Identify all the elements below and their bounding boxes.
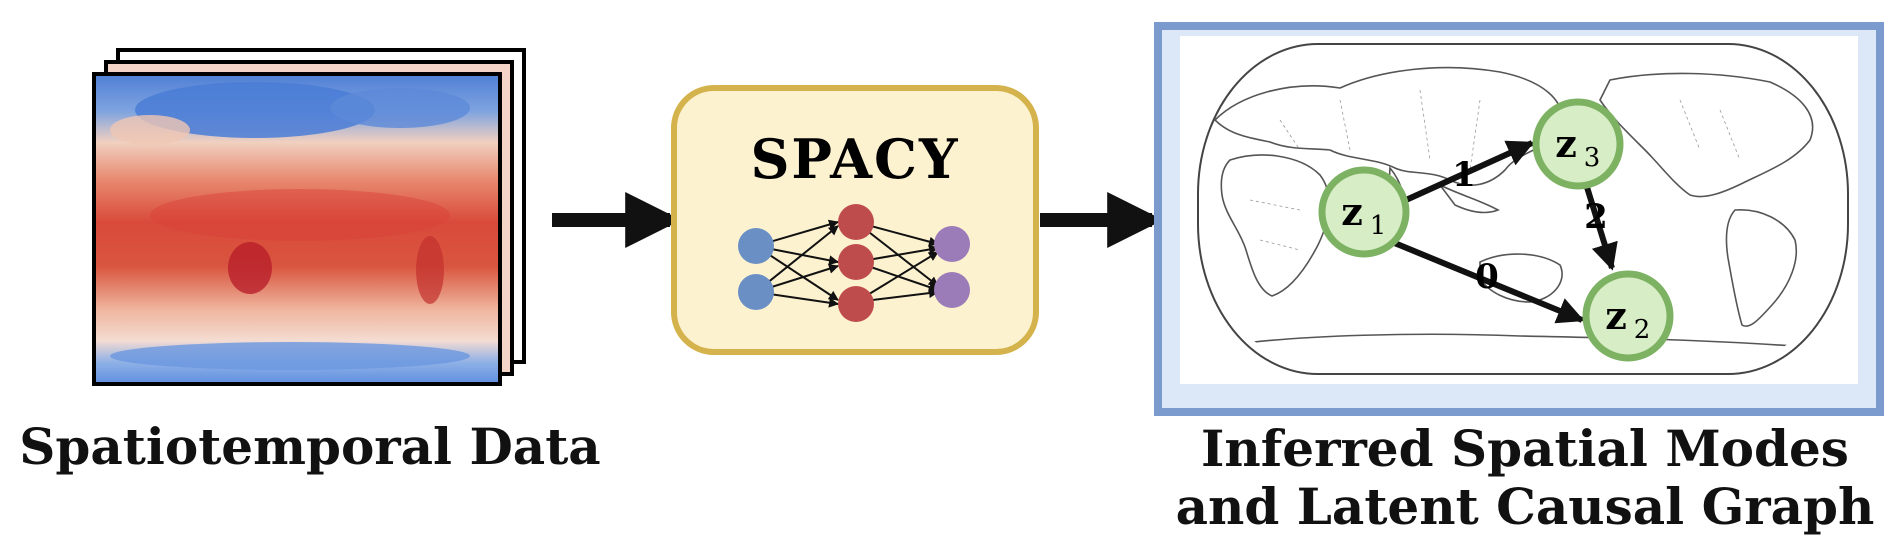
nn-output-node — [934, 226, 970, 262]
nn-output-node — [934, 272, 970, 308]
node-z1: z 1 — [1318, 166, 1410, 258]
caption-spatiotemporal-data: Spatiotemporal Data — [19, 417, 601, 476]
node-z3: z 3 — [1532, 98, 1624, 190]
node-subscript: 1 — [1370, 211, 1387, 241]
latent-nodes: z 1 z 3 z 2 — [1318, 98, 1674, 362]
node-label: z — [1605, 293, 1627, 338]
caption-line: Inferred Spatial Modes — [1201, 419, 1849, 478]
model-box: SPACY — [671, 85, 1039, 355]
nn-input-node — [738, 228, 774, 264]
node-label: z — [1341, 189, 1363, 234]
causal-edges: 1 2 0 — [1390, 140, 1618, 324]
node-subscript: 3 — [1584, 143, 1601, 173]
edge-label-lag: 2 — [1584, 197, 1608, 237]
caption-inferred-graph: Inferred Spatial Modes and Latent Causal… — [1150, 420, 1900, 536]
caption-line: and Latent Causal Graph — [1175, 477, 1875, 536]
neural-net-icon — [738, 204, 970, 322]
node-label: z — [1555, 121, 1577, 166]
edge-z1-z3 — [1404, 140, 1535, 203]
nn-hidden-node — [838, 244, 874, 280]
edge-z3-z2 — [1583, 183, 1618, 271]
edge-label-lag: 0 — [1475, 257, 1499, 297]
nn-hidden-node — [838, 286, 874, 322]
nn-input-node — [738, 274, 774, 310]
node-z2: z 2 — [1582, 270, 1674, 362]
edge-z1-z2 — [1390, 239, 1585, 324]
edge-label-lag: 1 — [1452, 155, 1476, 195]
world-map — [1197, 43, 1849, 375]
heatmap-front — [92, 72, 502, 386]
nn-hidden-node — [838, 204, 874, 240]
node-subscript: 2 — [1634, 315, 1651, 345]
heatmap-stack — [92, 48, 526, 386]
model-title: SPACY — [750, 127, 959, 191]
map-panel: 1 2 0 z 1 z 3 z 2 — [1154, 22, 1884, 416]
